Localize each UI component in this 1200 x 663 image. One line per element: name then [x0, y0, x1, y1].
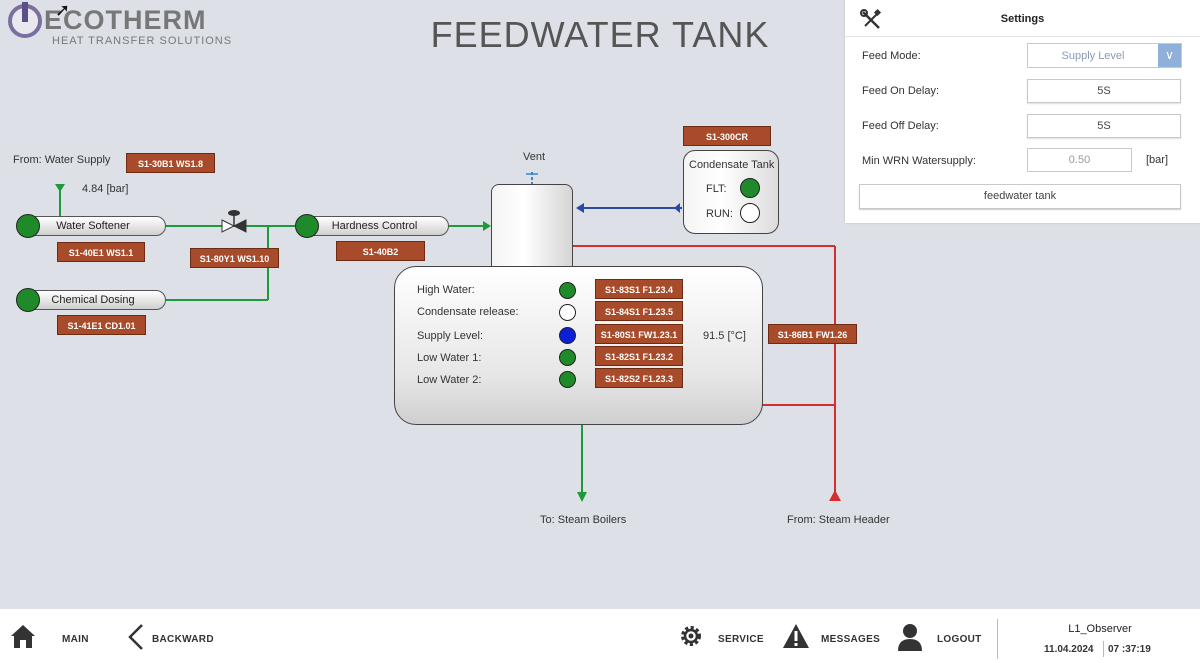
feed-on-delay-label: Feed On Delay:: [862, 85, 940, 97]
current-time: 07 :37:19: [1108, 644, 1151, 655]
water-softener[interactable]: Water Softener: [20, 216, 166, 236]
min-wrn-unit: [bar]: [1146, 154, 1169, 166]
to-boilers-arrow-icon: [577, 492, 587, 502]
tag-level-supply-level[interactable]: S1-80S1 FW1.23.1: [595, 324, 683, 344]
bottom-nav-bar: MAIN BACKWARD SERVICE MESSAGES LOGOUT L1…: [0, 609, 1200, 663]
chemical-dosing[interactable]: Chemical Dosing: [20, 290, 166, 310]
chevron-down-icon[interactable]: ∨: [1158, 44, 1181, 67]
water-softener-status-icon: [16, 214, 40, 238]
chemical-dosing-status-icon: [16, 288, 40, 312]
tag-supply-pressure[interactable]: S1-30B1 WS1.8: [126, 153, 215, 173]
main-nav-label[interactable]: MAIN: [62, 634, 89, 645]
tools-icon[interactable]: [859, 8, 883, 38]
date-time-divider: [1103, 641, 1104, 657]
supply-arrow-icon: [55, 184, 65, 192]
feed-mode-label: Feed Mode:: [862, 50, 921, 62]
level-condensate-release-indicator-icon: [559, 304, 576, 321]
supply-pressure-value: 4.84 [bar]: [82, 183, 129, 195]
condensate-tank: Condensate Tank FLT: RUN:: [683, 150, 779, 234]
feedwater-tank-dome: [491, 184, 573, 274]
feed-off-delay-label: Feed Off Delay:: [862, 120, 939, 132]
mouse-cursor-icon: ➚: [55, 0, 71, 20]
steam-header-arrow-icon: [829, 490, 841, 501]
tag-level-high-water[interactable]: S1-83S1 F1.23.4: [595, 279, 683, 299]
condensate-run-label: RUN:: [706, 208, 733, 220]
tag-level-low-water-1[interactable]: S1-82S1 F1.23.2: [595, 346, 683, 366]
tag-water-softener[interactable]: S1-40E1 WS1.1: [57, 242, 145, 262]
feed-mode-value: Supply Level: [1061, 50, 1125, 62]
feed-mode-select[interactable]: Supply Level ∨: [1027, 43, 1182, 68]
logout-nav-label[interactable]: LOGOUT: [937, 634, 982, 645]
settings-title: Settings: [1000, 13, 1045, 25]
service-nav-label[interactable]: SERVICE: [718, 634, 764, 645]
home-icon[interactable]: [10, 623, 36, 656]
settings-header: Settings: [845, 0, 1200, 37]
condensate-run-indicator-icon: [740, 203, 760, 223]
water-softener-label: Water Softener: [56, 220, 130, 232]
min-wrn-watersupply-label: Min WRN Watersupply:: [862, 155, 976, 167]
level-label-supply-level: Supply Level:: [417, 330, 484, 342]
current-date: 11.04.2024: [1044, 644, 1094, 655]
logo-bar-icon: [22, 2, 28, 22]
hardness-control[interactable]: Hardness Control: [300, 216, 449, 236]
min-wrn-watersupply-field[interactable]: 0.50: [1027, 148, 1132, 172]
tag-chemical-dosing[interactable]: S1-41E1 CD1.01: [57, 315, 146, 335]
tag-level-low-water-2[interactable]: S1-82S2 F1.23.3: [595, 368, 683, 388]
logo-subtitle: HEAT TRANSFER SOLUTIONS: [52, 35, 233, 47]
tag-hardness-control[interactable]: S1-40B2: [336, 241, 425, 261]
user-icon[interactable]: [897, 623, 923, 658]
level-label-low-water-1: Low Water 1:: [417, 352, 482, 364]
hardness-control-status-icon: [295, 214, 319, 238]
from-steam-header-label: From: Steam Header: [787, 514, 890, 526]
level-high-water-indicator-icon: [559, 282, 576, 299]
condensate-flt-label: FLT:: [706, 183, 727, 195]
vent-label: Vent: [523, 151, 546, 163]
hardness-control-label: Hardness Control: [331, 220, 418, 232]
tag-level-condensate-release[interactable]: S1-84S1 F1.23.5: [595, 301, 683, 321]
level-low-water-1-indicator-icon: [559, 349, 576, 366]
level-label-condensate-release: Condensate release:: [417, 306, 519, 318]
ecotherm-logo: ECOTHERM HEAT TRANSFER SOLUTIONS: [8, 2, 238, 48]
feedwater-tank-button[interactable]: feedwater tank: [859, 184, 1181, 209]
from-water-supply-label: From: Water Supply: [13, 154, 111, 166]
tag-steam-header[interactable]: S1-86B1 FW1.26: [768, 324, 857, 344]
chemical-dosing-label: Chemical Dosing: [51, 294, 135, 306]
messages-nav-label[interactable]: MESSAGES: [821, 634, 881, 645]
current-user: L1_Observer: [1068, 623, 1132, 635]
tag-valve[interactable]: S1-80Y1 WS1.10: [190, 248, 279, 268]
feed-valve-icon: [221, 210, 247, 233]
tag-condensate-tank[interactable]: S1-300CR: [683, 126, 771, 146]
level-low-water-2-indicator-icon: [559, 371, 576, 388]
feed-off-delay-field[interactable]: 5S: [1027, 114, 1181, 138]
tank-temperature-value: 91.5 [°C]: [703, 330, 746, 342]
page-title: FEEDWATER TANK: [430, 14, 770, 55]
backward-nav-label[interactable]: BACKWARD: [152, 634, 214, 645]
level-label-low-water-2: Low Water 2:: [417, 374, 482, 386]
warning-icon[interactable]: [782, 623, 810, 656]
feedwater-tank-body: [394, 266, 763, 425]
gear-icon[interactable]: [678, 623, 704, 656]
to-steam-boilers-label: To: Steam Boilers: [540, 514, 627, 526]
nav-divider: [997, 619, 998, 659]
settings-panel: Settings Feed Mode: Supply Level ∨ Feed …: [845, 0, 1200, 223]
level-supply-level-indicator-icon: [559, 327, 576, 344]
feed-on-delay-field[interactable]: 5S: [1027, 79, 1181, 103]
condensate-tank-title: Condensate Tank: [689, 159, 775, 171]
logo-name: ECOTHERM: [44, 5, 207, 35]
back-chevron-icon[interactable]: [126, 623, 146, 658]
level-label-high-water: High Water:: [417, 284, 475, 296]
condensate-flt-indicator-icon: [740, 178, 760, 198]
